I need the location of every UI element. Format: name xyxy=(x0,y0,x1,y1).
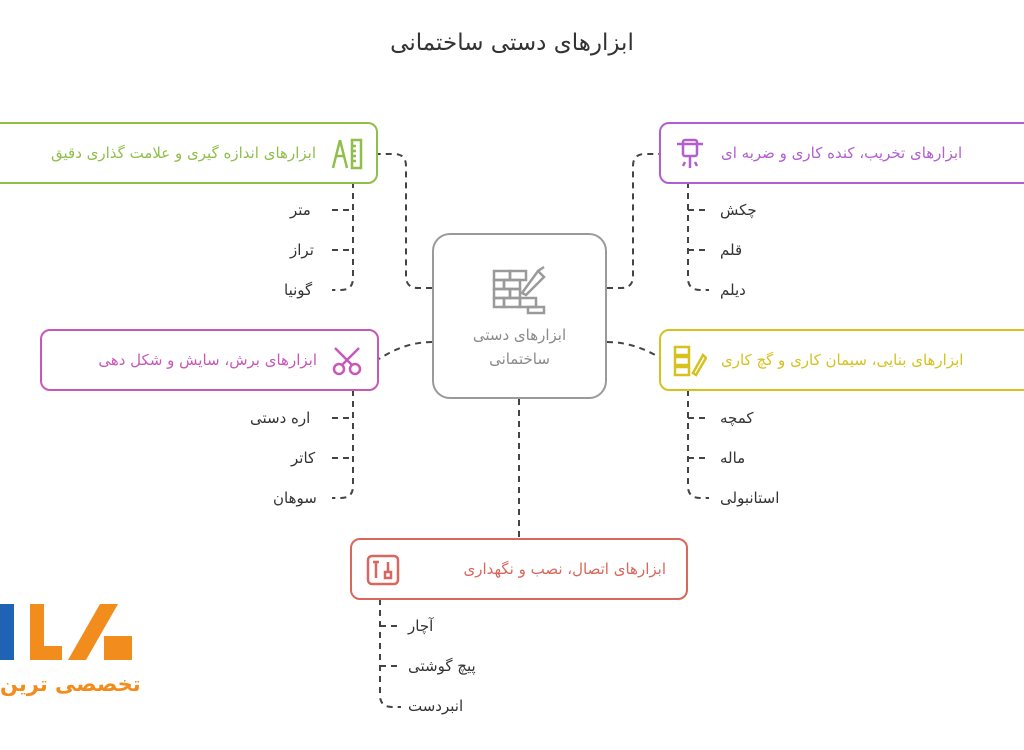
category-measure-label: ابزارهای اندازه گیری و علامت گذاری دقیق xyxy=(51,144,316,162)
item-cutting-1: کاتر xyxy=(291,449,316,467)
category-cutting-label: ابزارهای برش، سایش و شکل دهی xyxy=(98,351,317,369)
item-demolition-1: قلم xyxy=(720,241,743,259)
category-measure: ابزارهای اندازه گیری و علامت گذاری دقیق xyxy=(0,122,378,184)
item-cutting-0: اره دستی xyxy=(250,409,311,427)
category-joining: ابزارهای اتصال، نصب و نگهداری xyxy=(350,538,688,600)
branch-measure xyxy=(332,182,354,291)
item-measure-1: تراز xyxy=(290,241,314,259)
category-demolition-label: ابزارهای تخریب، کنده کاری و ضربه ای xyxy=(721,144,963,162)
branch-masonry xyxy=(687,390,709,499)
item-demolition-0: چکش xyxy=(720,201,757,219)
brand-logo-text: تخصصی ترین xyxy=(0,672,141,696)
brand-logo-icon xyxy=(0,604,132,660)
scissors-cutter-icon xyxy=(332,347,362,376)
brick-wall-trowel-icon xyxy=(492,265,546,315)
connector-center-cutting xyxy=(378,341,433,360)
item-demolition-2: دیلم xyxy=(720,281,746,299)
item-masonry-2: استانبولی xyxy=(720,489,780,507)
center-label: ابزارهای دستی ساختمانی xyxy=(472,326,567,368)
category-masonry: ابزارهای بنایی، سیمان کاری و گچ کاری xyxy=(659,329,1024,391)
item-masonry-0: کمچه xyxy=(720,409,754,427)
item-measure-0: متر xyxy=(290,201,311,219)
category-demolition: ابزارهای تخریب، کنده کاری و ضربه ای xyxy=(659,122,1024,184)
branch-joining xyxy=(379,599,401,708)
jackhammer-icon xyxy=(677,138,703,168)
connector-center-masonry xyxy=(606,341,663,360)
item-joining-0: آچار xyxy=(408,617,434,635)
diagram-title: ابزارهای دستی ساختمانی xyxy=(390,30,634,56)
category-cutting: ابزارهای برش، سایش و شکل دهی xyxy=(40,329,379,391)
category-masonry-label: ابزارهای بنایی، سیمان کاری و گچ کاری xyxy=(721,351,964,369)
item-cutting-2: سوهان xyxy=(273,489,317,507)
branch-cutting xyxy=(332,390,354,499)
connector-center-demolition xyxy=(607,153,661,289)
center-node: ابزارهای دستی ساختمانی xyxy=(432,233,607,399)
category-joining-label: ابزارهای اتصال، نصب و نگهداری xyxy=(463,560,666,578)
bricks-trowel-icon xyxy=(673,345,707,377)
item-joining-1: پیچ گوشتی xyxy=(408,657,476,675)
branch-demolition xyxy=(687,182,709,291)
item-joining-2: انبردست xyxy=(408,697,464,715)
item-masonry-1: ماله xyxy=(720,449,746,467)
compass-ruler-icon xyxy=(331,138,363,170)
item-measure-2: گونیا xyxy=(284,281,313,299)
wrench-screwdriver-icon xyxy=(366,554,400,586)
connector-center-measure xyxy=(378,153,432,289)
